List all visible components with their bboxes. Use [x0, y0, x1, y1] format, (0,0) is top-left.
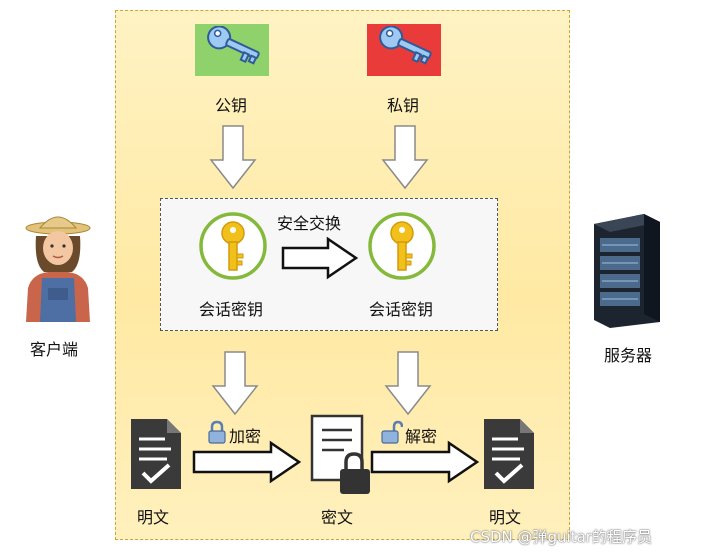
document-check-icon: [484, 419, 534, 489]
public-key-label: 公钥: [215, 96, 248, 115]
blue-key-icon: [207, 26, 260, 65]
down-arrow-icon: [211, 351, 259, 416]
session-key-right-label: 会话密钥: [369, 300, 434, 319]
padlock-icon: [208, 420, 226, 444]
gold-key-icon: [368, 212, 436, 280]
session-key-left-label: 会话密钥: [199, 300, 264, 319]
down-arrow-icon: [384, 351, 432, 416]
right-arrow-icon: [281, 236, 359, 280]
public-key-tile: [195, 24, 269, 76]
server-label: 服务器: [604, 346, 653, 365]
right-arrow-icon: [192, 440, 302, 484]
private-key-tile: [367, 24, 441, 76]
blue-key-icon: [379, 26, 432, 65]
plaintext-left-label: 明文: [137, 508, 170, 527]
encrypt-label: 加密: [229, 427, 262, 446]
document-lock-icon: [310, 414, 370, 494]
client-label: 客户端: [30, 340, 79, 359]
decrypt-label: 解密: [405, 427, 438, 446]
down-arrow-icon: [381, 125, 429, 190]
right-arrow-icon: [370, 440, 480, 484]
plaintext-right-label: 明文: [489, 508, 522, 527]
down-arrow-icon: [209, 125, 257, 190]
document-check-icon: [131, 419, 181, 489]
farmer-avatar-icon: [25, 216, 91, 322]
ciphertext-label: 密文: [321, 508, 354, 527]
private-key-label: 私钥: [387, 96, 420, 115]
watermark: CSDN @弹guitar的程序员: [470, 528, 652, 546]
server-rack-icon: [594, 214, 660, 328]
secure-exchange-label: 安全交换: [277, 214, 342, 233]
padlock-icon: [381, 420, 403, 444]
gold-key-icon: [199, 212, 267, 280]
